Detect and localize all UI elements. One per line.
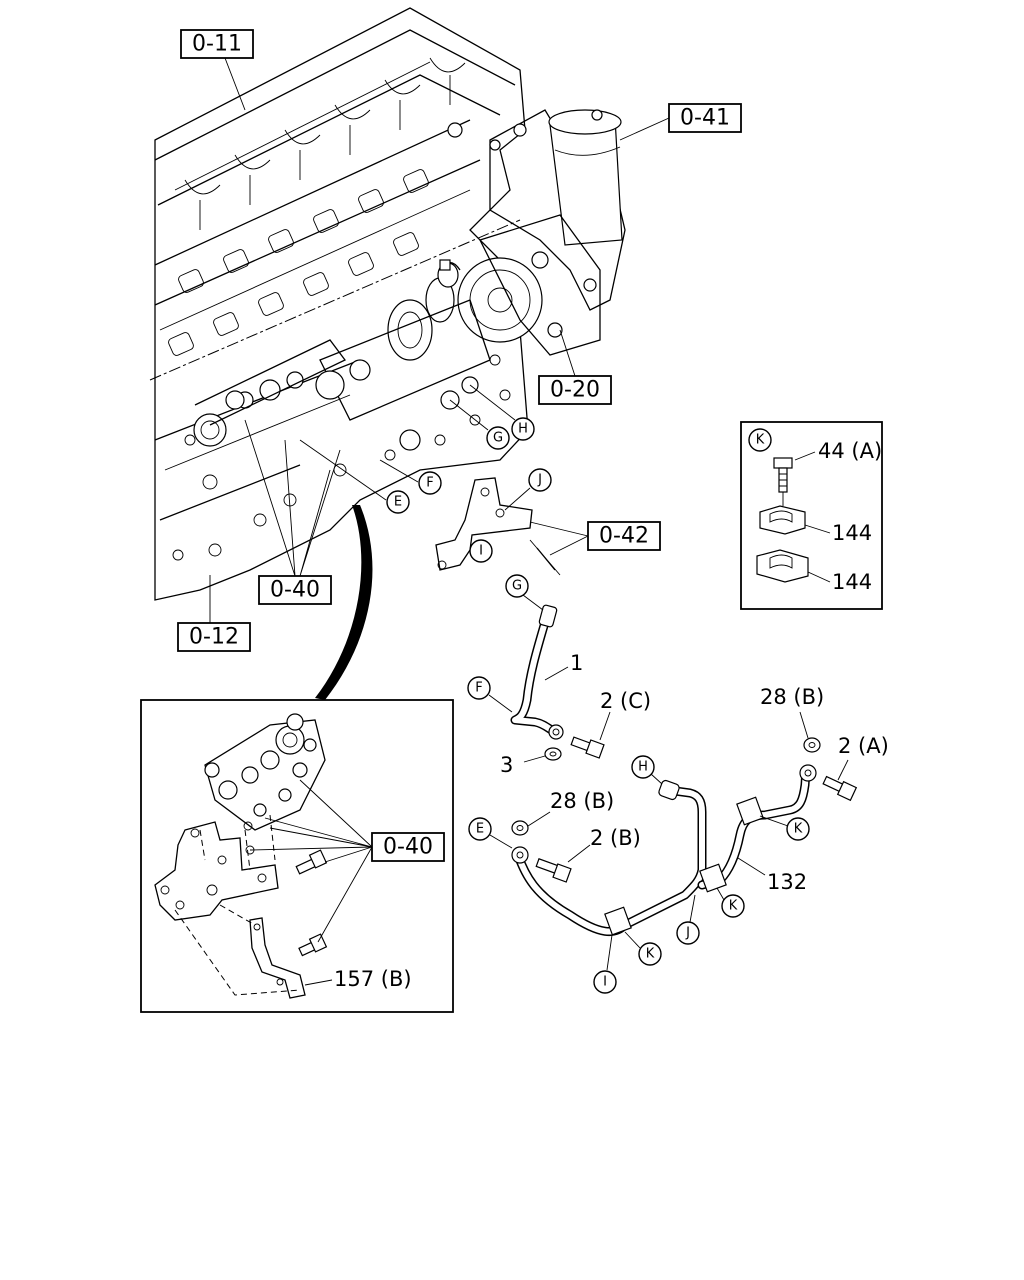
oil-filter-housing bbox=[447, 109, 626, 356]
pump-assembly-on-block bbox=[193, 257, 543, 451]
part-label-28b-top: 28 (B) bbox=[760, 685, 824, 709]
pipe-1 bbox=[510, 604, 564, 740]
svg-text:K: K bbox=[794, 822, 803, 837]
callout-k-legend: K bbox=[748, 428, 772, 452]
ref-0-42[interactable]: 0-42 bbox=[587, 521, 661, 551]
svg-text:0-40: 0-40 bbox=[383, 835, 433, 860]
svg-text:0-11: 0-11 bbox=[192, 32, 242, 57]
inset-detail-panel: 0-40 157 (B) bbox=[140, 699, 454, 1013]
svg-text:H: H bbox=[518, 422, 528, 437]
part-label-3: 3 bbox=[500, 753, 513, 777]
ref-0-11[interactable]: 0-11 bbox=[180, 29, 254, 59]
gasket-28b-mid-icon bbox=[511, 820, 529, 836]
part-1-leader bbox=[544, 666, 569, 681]
clip-144-bottom-icon bbox=[756, 549, 809, 583]
callout-i-bracket: I bbox=[469, 539, 493, 563]
part-label-1: 1 bbox=[570, 651, 583, 675]
callout-h-pipe: H bbox=[631, 755, 663, 785]
ref-0-40-inset[interactable]: 0-40 bbox=[371, 832, 445, 862]
bolt-2c-icon bbox=[570, 736, 605, 759]
ref-0-20-leader bbox=[559, 329, 576, 377]
part-label-144-top: 144 bbox=[832, 521, 872, 545]
callout-e-engine: E bbox=[299, 439, 410, 514]
callout-e-pipe: E bbox=[468, 817, 513, 849]
inset-bolt-lower bbox=[298, 933, 328, 957]
svg-text:K: K bbox=[756, 433, 765, 448]
ref-0-20[interactable]: 0-20 bbox=[538, 375, 612, 405]
callout-j-bracket: J bbox=[504, 468, 552, 511]
detail-arrow bbox=[315, 505, 373, 700]
callout-i-pipe: I bbox=[593, 934, 617, 994]
svg-text:I: I bbox=[603, 975, 607, 990]
ref-0-12[interactable]: 0-12 bbox=[177, 622, 251, 652]
ref-0-41-leader bbox=[619, 117, 670, 141]
part-label-132: 132 bbox=[767, 870, 807, 894]
svg-text:0-42: 0-42 bbox=[599, 524, 649, 549]
bolt-2a-icon bbox=[822, 775, 858, 802]
ref-0-40-top[interactable]: 0-40 bbox=[258, 575, 332, 605]
part-28b-top-leader bbox=[799, 711, 809, 739]
part-label-2b: 2 (B) bbox=[590, 826, 641, 850]
part-label-44a: 44 (A) bbox=[818, 439, 882, 463]
ref-0-40-top-leader bbox=[244, 419, 341, 577]
svg-text:K: K bbox=[646, 947, 655, 962]
pipe-132 bbox=[511, 764, 817, 937]
ref-0-41[interactable]: 0-41 bbox=[668, 103, 742, 133]
callout-h-engine: H bbox=[469, 384, 535, 441]
clip-144-top-icon bbox=[759, 505, 806, 535]
part-label-157b: 157 (B) bbox=[334, 967, 412, 991]
callout-j-pipe: J bbox=[676, 894, 700, 945]
bolt-44a-icon bbox=[773, 457, 793, 493]
callout-k-pipe-c: K bbox=[624, 931, 662, 966]
svg-text:F: F bbox=[475, 681, 482, 696]
part-2c-leader bbox=[599, 711, 611, 741]
part-157b-leader bbox=[304, 979, 333, 986]
svg-text:0-41: 0-41 bbox=[680, 106, 730, 131]
mounting-bracket bbox=[435, 477, 561, 576]
inset-bolt-upper bbox=[295, 849, 328, 875]
svg-text:0-20: 0-20 bbox=[550, 378, 600, 403]
legend-box-k: K 44 (A) 144 144 bbox=[740, 421, 883, 610]
svg-text:0-40: 0-40 bbox=[270, 578, 320, 603]
callout-f-engine: F bbox=[379, 459, 442, 495]
svg-text:E: E bbox=[394, 495, 402, 510]
svg-text:E: E bbox=[476, 822, 484, 837]
svg-text:0-12: 0-12 bbox=[189, 625, 239, 650]
callout-k-pipe-a: K bbox=[759, 815, 810, 841]
part-2b-leader bbox=[567, 844, 591, 863]
svg-text:J: J bbox=[537, 473, 542, 488]
bolt-2b-icon bbox=[535, 858, 572, 883]
callout-f-pipe: F bbox=[467, 676, 513, 713]
part-132-leader bbox=[737, 857, 766, 876]
part-label-2a: 2 (A) bbox=[838, 734, 889, 758]
part-28b-mid-leader bbox=[527, 811, 551, 827]
inset-bracket-plate bbox=[154, 821, 279, 921]
inset-pump-drawing bbox=[204, 713, 326, 831]
part-2a-leader bbox=[837, 759, 849, 781]
svg-text:F: F bbox=[426, 476, 433, 491]
callout-k-pipe-b: K bbox=[716, 887, 745, 918]
callout-g-engine: G bbox=[449, 399, 510, 450]
gasket-28b-top-icon bbox=[803, 737, 821, 753]
part-label-28b-mid: 28 (B) bbox=[550, 789, 614, 813]
svg-text:I: I bbox=[479, 544, 483, 559]
inset-bracket-157b bbox=[249, 917, 306, 999]
engine-block-drawing bbox=[149, 7, 626, 601]
part-3-leader bbox=[523, 755, 546, 763]
svg-text:K: K bbox=[729, 899, 738, 914]
svg-text:J: J bbox=[685, 926, 690, 941]
svg-text:G: G bbox=[493, 431, 503, 446]
svg-text:G: G bbox=[512, 579, 522, 594]
gasket-3-icon bbox=[544, 747, 562, 761]
part-label-2c: 2 (C) bbox=[600, 689, 651, 713]
callout-g-pipe: G bbox=[505, 574, 544, 611]
ref-0-11-leader bbox=[224, 57, 246, 111]
svg-text:H: H bbox=[638, 760, 648, 775]
ref-0-42-leader bbox=[529, 521, 589, 556]
part-label-144-bottom: 144 bbox=[832, 570, 872, 594]
